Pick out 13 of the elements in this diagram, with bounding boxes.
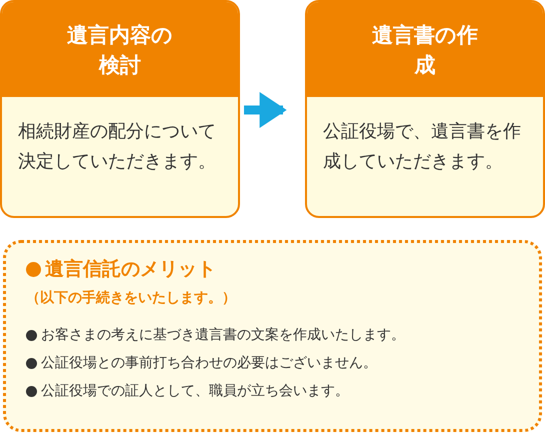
- arrow: [244, 92, 287, 128]
- step-description: 相続財産の配分について決定していただきます。: [17, 120, 217, 174]
- merit-item: 公証役場との事前打ち合わせの必要はございません。: [41, 354, 377, 372]
- step-description: 公証役場で、遺言書を作成していただきます。: [322, 120, 522, 174]
- step-card: [305, 0, 545, 218]
- panel-subheading: （以下の手続きをいたします。）: [26, 288, 237, 308]
- merit-panel: [3, 240, 542, 432]
- merit-item: 公証役場での証人として、職員が立ち会います。: [41, 382, 349, 400]
- merit-item: お客さまの考えに基づき遺言書の文案を作成いたします。: [41, 326, 405, 344]
- step-card: [0, 0, 240, 218]
- step-title: 遺言内容の検討: [66, 22, 174, 78]
- step-title: 遺言書の作成: [371, 22, 479, 78]
- panel-heading: 遺言信託のメリット: [45, 257, 216, 282]
